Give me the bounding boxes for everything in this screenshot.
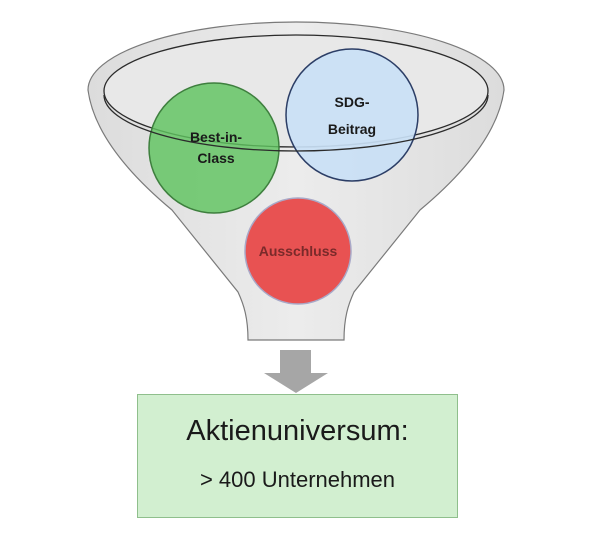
label-ausschluss: Ausschluss [259, 243, 338, 259]
label-sdg-beitrag-line1: SDG- [335, 94, 370, 110]
label-sdg-beitrag-line2: Beitrag [328, 121, 376, 137]
circle-sdg-beitrag [285, 48, 419, 182]
label-best-in-class-line2: Class [197, 150, 235, 166]
label-best-in-class-line1: Best-in- [190, 129, 242, 145]
down-arrow-icon [264, 350, 328, 393]
result-box: Aktienuniversum: > 400 Unternehmen [137, 394, 458, 518]
circle-ausschluss [244, 197, 352, 305]
funnel-rim-front-arc [103, 94, 489, 152]
result-subtitle: > 400 Unternehmen [199, 467, 396, 492]
result-title: Aktienuniversum: [186, 415, 409, 447]
circle-best-in-class [148, 82, 280, 214]
